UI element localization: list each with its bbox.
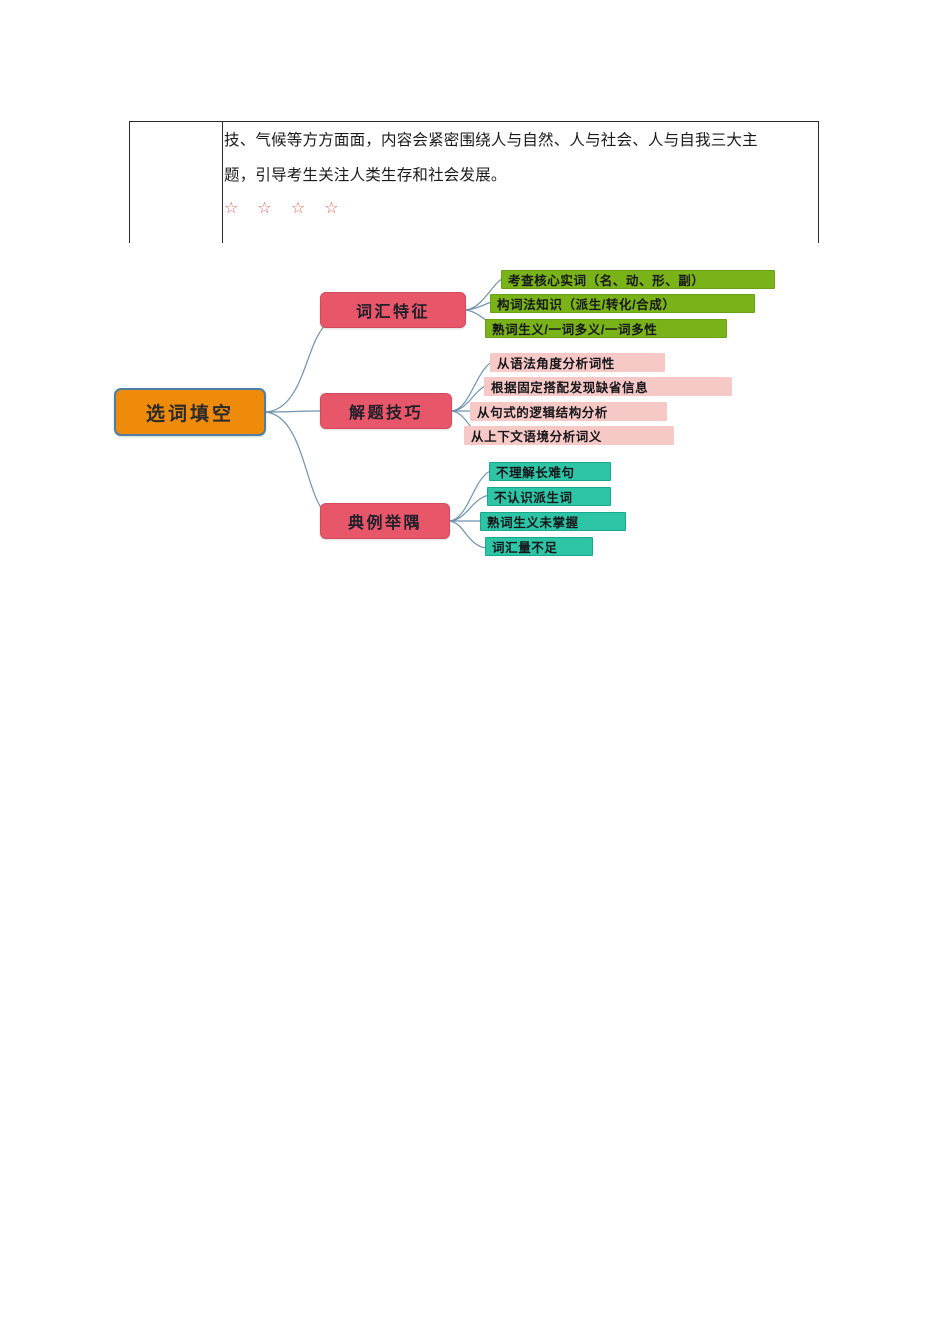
mindmap-leaf-node[interactable]: 不理解长难句: [489, 462, 611, 481]
mindmap-diagram: 选词填空 词汇特征 解题技巧 典例举隅 考查核心实词（名、动、形、副） 构词法知…: [0, 250, 950, 570]
mindmap-leaf-node[interactable]: 熟词生义未掌握: [480, 512, 626, 531]
mindmap-leaf-node[interactable]: 不认识派生词: [487, 487, 611, 506]
mindmap-branch-node-vocabulary-features[interactable]: 词汇特征: [320, 292, 466, 328]
mindmap-leaf-node[interactable]: 根据固定搭配发现缺省信息: [484, 377, 732, 396]
mindmap-branch-node-typical-examples[interactable]: 典例举隅: [320, 503, 450, 539]
mindmap-leaf-node[interactable]: 从上下文语境分析词义: [464, 426, 674, 445]
mindmap-leaf-node[interactable]: 熟词生义/一词多义/一词多性: [485, 319, 727, 338]
table-cell-label: [130, 122, 221, 242]
star-rating: ☆ ☆ ☆ ☆: [224, 198, 346, 217]
table-cell-content: 技、气候等方方面面，内容会紧密围绕人与自然、人与社会、人与自我三大主 题，引导考…: [224, 123, 814, 241]
table-content-line-1: 技、气候等方方面面，内容会紧密围绕人与自然、人与社会、人与自我三大主: [224, 132, 758, 149]
connector-branch-3-leaf-4: [449, 520, 489, 549]
mindmap-leaf-node[interactable]: 从句式的逻辑结构分析: [470, 402, 667, 421]
mindmap-leaf-node[interactable]: 构词法知识（派生/转化/合成）: [490, 294, 755, 313]
mindmap-center-node[interactable]: 选词填空: [114, 388, 266, 436]
mindmap-leaf-node[interactable]: 考查核心实词（名、动、形、副）: [501, 270, 775, 289]
table-border-top: [129, 121, 819, 122]
mindmap-leaf-node[interactable]: 从语法角度分析词性: [490, 353, 665, 372]
mindmap-leaf-node[interactable]: 词汇量不足: [485, 537, 593, 556]
table-border-left: [129, 121, 130, 243]
document-table: 技、气候等方方面面，内容会紧密围绕人与自然、人与社会、人与自我三大主 题，引导考…: [129, 121, 819, 243]
table-content-line-2: 题，引导考生关注人类生存和社会发展。: [224, 167, 507, 184]
table-border-right: [818, 121, 819, 243]
connector-center-to-branch-2: [265, 410, 321, 413]
mindmap-branch-node-solving-techniques[interactable]: 解题技巧: [320, 393, 452, 429]
table-border-column-divider: [222, 121, 223, 243]
